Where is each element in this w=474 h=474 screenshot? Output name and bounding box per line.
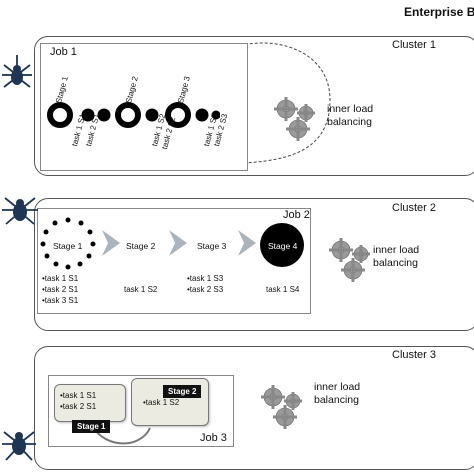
task-item: •task 1 S1 bbox=[60, 391, 97, 400]
stage-label: Stage 3 bbox=[197, 241, 227, 251]
load-balancing-label: inner load balancing bbox=[314, 381, 361, 406]
gear-cluster-icon bbox=[261, 385, 302, 429]
task-item: •task 3 S1 bbox=[42, 296, 79, 305]
job-label: Job 1 bbox=[50, 46, 77, 58]
spider-icon bbox=[2, 55, 32, 88]
task-item: •task 1 S1 bbox=[42, 274, 79, 283]
job-label: Job 3 bbox=[200, 432, 227, 444]
stage-3-ring bbox=[165, 102, 191, 128]
task-card-1 bbox=[54, 384, 126, 422]
task-item: •task 2 S1 bbox=[60, 402, 97, 411]
load-balancing-label: inner load balancing bbox=[373, 244, 420, 269]
task-item: •task 2 S1 bbox=[42, 285, 79, 294]
stage-label: Stage 2 bbox=[126, 241, 156, 251]
job-label: Job 2 bbox=[283, 209, 310, 221]
stage-tag: Stage 2 bbox=[163, 385, 202, 398]
task-item: •task 1 S2 bbox=[143, 398, 180, 407]
spider-icon bbox=[2, 431, 36, 461]
stage-label: Stage 1 bbox=[53, 241, 83, 251]
stage-1-ring bbox=[47, 102, 73, 128]
task-list-card-1: •task 1 S1 •task 2 S1 bbox=[60, 390, 96, 412]
chevron-icon bbox=[169, 230, 187, 256]
job-1-stage-graph bbox=[47, 102, 220, 128]
task-item: task 1 S4 bbox=[266, 285, 300, 294]
task-list-s1: •task 1 S1 •task 2 S1 •task 3 S1 bbox=[42, 273, 78, 306]
task-list-card-2: •task 1 S2 bbox=[143, 397, 179, 408]
cluster-label: Cluster 3 bbox=[392, 349, 437, 361]
task-list-s3: •task 1 S3 •task 2 S3 bbox=[187, 273, 223, 295]
task-dot bbox=[211, 110, 220, 120]
stage-tag: Stage 1 bbox=[72, 420, 111, 433]
stage-2-ring bbox=[115, 102, 141, 128]
load-balancing-label: inner load balancing bbox=[327, 103, 374, 128]
chevron-icon bbox=[238, 230, 256, 256]
task-dot bbox=[195, 108, 209, 122]
header-title: Enterprise Bi bbox=[404, 5, 474, 19]
job-1-box bbox=[40, 43, 248, 171]
chevron-icon bbox=[102, 230, 120, 256]
job-2-box bbox=[37, 208, 311, 314]
task-item: •task 2 S3 bbox=[187, 285, 224, 294]
task-item: •task 1 S3 bbox=[187, 274, 224, 283]
stage-4-disc bbox=[260, 223, 304, 267]
task-item: task 1 S2 bbox=[124, 285, 158, 294]
cluster-label: Cluster 2 bbox=[392, 202, 437, 214]
task-dot bbox=[81, 108, 95, 122]
task-dot bbox=[97, 108, 111, 122]
stage-label: Stage 4 bbox=[268, 241, 298, 251]
task-list-s4: task 1 S4 bbox=[266, 284, 299, 295]
gear-cluster-icon bbox=[274, 97, 315, 141]
gear-cluster-icon bbox=[329, 238, 370, 282]
task-list-s2: task 1 S2 bbox=[124, 284, 157, 295]
cluster-label: Cluster 1 bbox=[392, 39, 437, 51]
task-dot bbox=[145, 108, 159, 122]
spider-icon bbox=[2, 197, 38, 225]
stage-1-dot-ring bbox=[40, 217, 96, 270]
